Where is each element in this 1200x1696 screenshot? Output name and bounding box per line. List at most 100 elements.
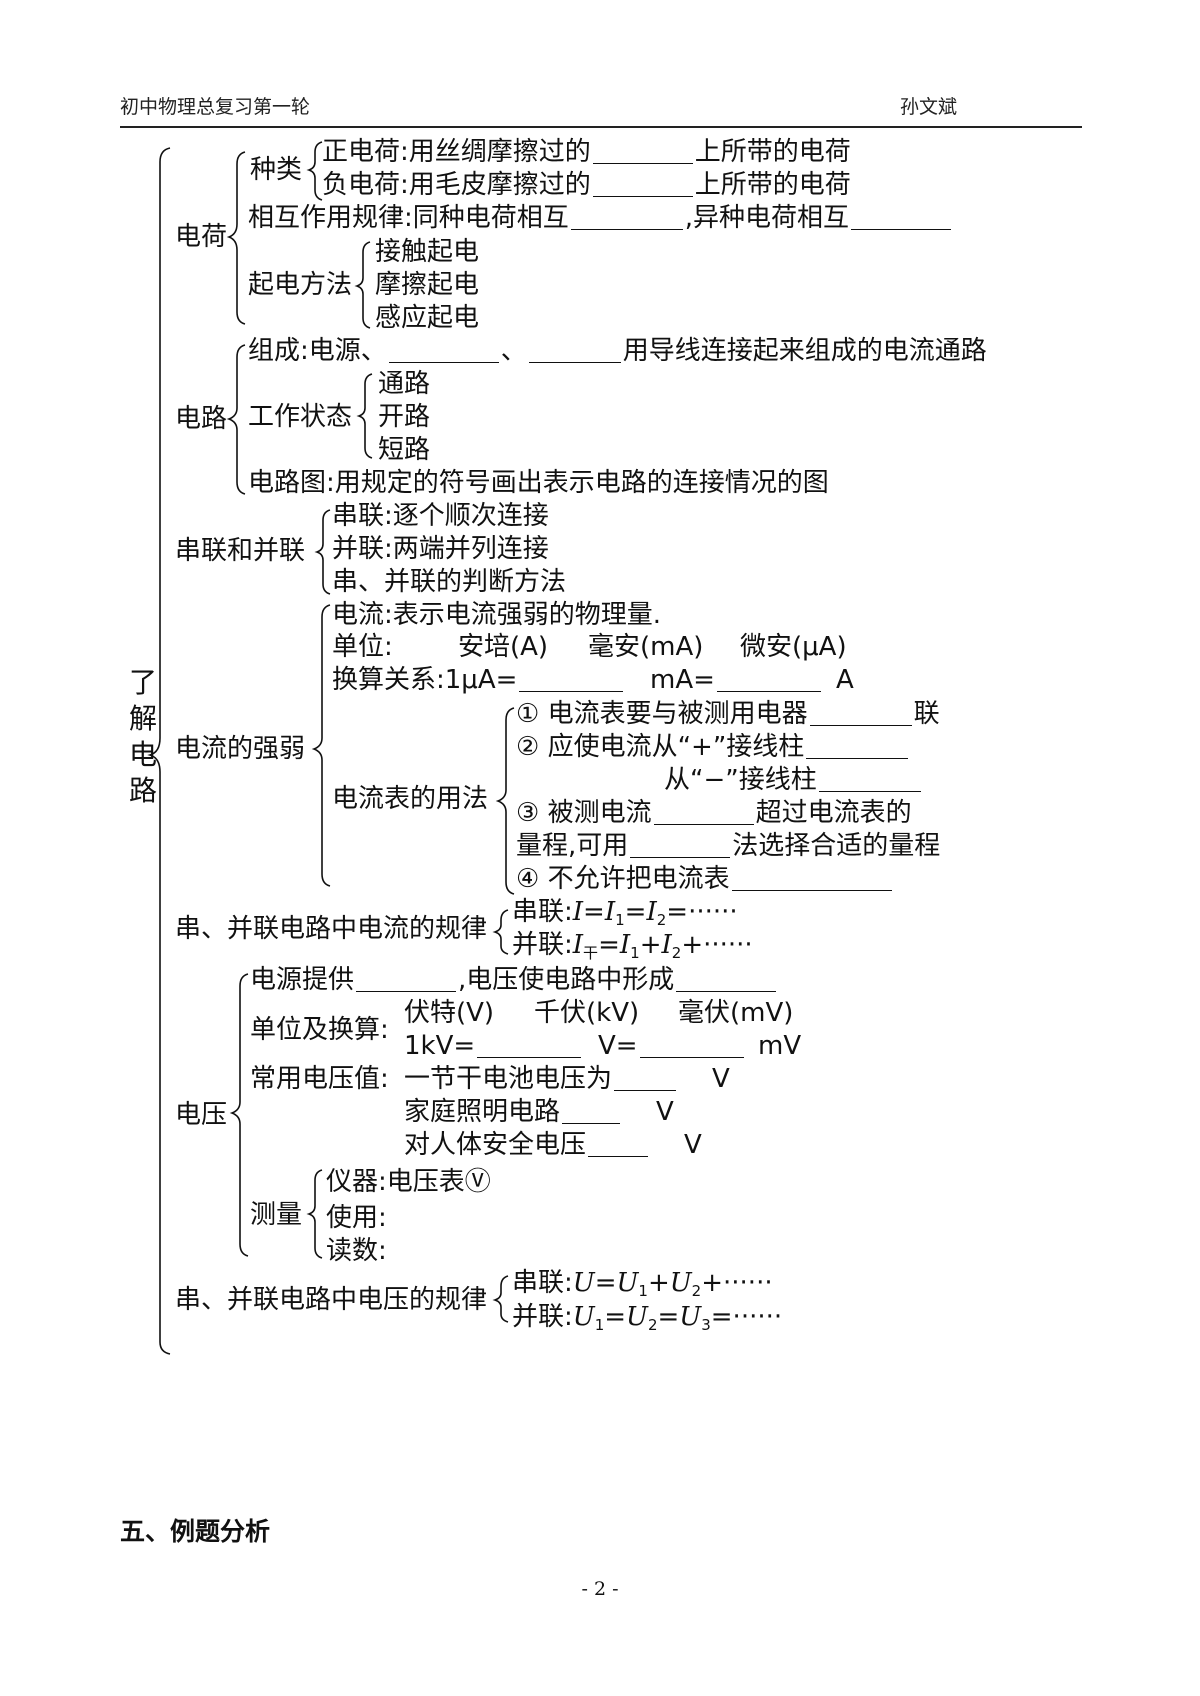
subscript: 1	[630, 944, 640, 962]
brace-current	[311, 604, 331, 887]
circuit-composition-row: 组成:电源、、用导线连接起来组成的电流通路	[248, 336, 987, 366]
ammeter-rule-2b: 从“−”接线柱	[664, 765, 817, 795]
subscript: 2	[671, 944, 682, 962]
fill-blank[interactable]	[477, 1031, 582, 1058]
symbol-eq: =	[657, 1302, 680, 1332]
subscript: 3	[701, 1316, 711, 1334]
ammeter-label: 电流表的用法	[332, 784, 489, 814]
voltage-common-row-3: 对人体安全电压	[404, 1130, 650, 1160]
current-law-series-label: 串联:	[512, 897, 573, 927]
symbol-I: I	[572, 930, 584, 960]
charge-negative-text: 负电荷:用毛皮摩擦过的	[322, 170, 591, 200]
voltage-common-row-1: 一节干电池电压为	[404, 1064, 678, 1094]
subscript: 2	[656, 911, 667, 929]
fill-blank[interactable]	[716, 665, 821, 692]
charge-positive-tail: 上所带的电荷	[694, 137, 851, 167]
fill-blank[interactable]	[630, 831, 731, 858]
ammeter-row-2: ② 应使电流从“+”接线柱	[516, 732, 910, 762]
fill-blank[interactable]	[519, 665, 624, 692]
voltage-source-row: 电源提供,电压使电路中形成	[250, 965, 778, 995]
circuit-states-label: 工作状态	[248, 402, 353, 432]
fill-blank[interactable]	[809, 699, 912, 726]
ammeter-rule-1-tail: 联	[913, 699, 940, 729]
page-number: - 2 -	[581, 1578, 619, 1600]
fill-blank[interactable]	[614, 1064, 677, 1091]
voltage-source-text-2: ,电压使电路中形成	[458, 965, 675, 995]
circuit-state-2: 开路	[378, 402, 431, 432]
ammeter-rule-2: ② 应使电流从“+”接线柱	[516, 732, 805, 762]
current-conversion-mid: mA=	[650, 665, 715, 695]
brace-measure	[306, 1169, 323, 1259]
fill-blank[interactable]	[592, 137, 693, 164]
symbol-I1: I	[604, 897, 616, 927]
fill-blank[interactable]	[851, 203, 952, 230]
charge-negative-tail: 上所带的电荷	[694, 170, 851, 200]
subscript: 1	[594, 1316, 605, 1334]
sp-item-1: 串联:逐个顺次连接	[332, 501, 549, 531]
fill-blank[interactable]	[806, 732, 909, 759]
current-conversion-row-2: mA=	[650, 665, 823, 695]
fill-blank[interactable]	[588, 1130, 649, 1157]
brace-current-law	[492, 909, 509, 955]
charge-interaction-row: 相互作用规律:同种电荷相互 ,异种电荷相互	[248, 203, 953, 233]
symbol-eq: =	[624, 897, 647, 927]
fill-blank[interactable]	[592, 170, 693, 197]
fill-blank[interactable]	[676, 965, 777, 992]
voltage-unit-kV: 千伏(kV)	[534, 998, 640, 1028]
charge-interaction-text: 相互作用规律:同种电荷相互	[248, 203, 569, 233]
voltage-common-3: 对人体安全电压	[404, 1130, 587, 1160]
fill-blank[interactable]	[653, 798, 754, 825]
charge-method-1: 接触起电	[375, 237, 480, 267]
current-conversion-text: 换算关系:1μA=	[332, 665, 518, 695]
root-char-1: 了	[128, 666, 157, 699]
voltage-common-unit-1: V	[712, 1064, 730, 1094]
fill-blank[interactable]	[639, 1031, 744, 1058]
header-title: 初中物理总复习第一轮	[120, 96, 311, 118]
circuit-composition-tail: 用导线连接起来组成的电流通路	[622, 336, 987, 366]
fill-blank[interactable]	[562, 1097, 621, 1124]
fill-blank[interactable]	[528, 336, 621, 363]
sp-item-2: 并联:两端并列连接	[332, 534, 549, 564]
sp-title: 串联和并联	[175, 536, 306, 566]
symbol-eq: =	[594, 1268, 617, 1298]
symbol-eq: =	[604, 1302, 627, 1332]
current-definition: 电流:表示电流强弱的物理量.	[332, 600, 662, 630]
voltage-measure-1: 仪器:电压表Ⓥ	[326, 1167, 491, 1197]
symbol-eq: =	[583, 897, 605, 927]
current-unit-uA: 微安(μA)	[740, 632, 847, 662]
circuit-state-1: 通路	[378, 369, 431, 399]
voltage-title: 电压	[175, 1100, 228, 1130]
voltage-law-parallel: 并联:U1=U2=U3=······	[512, 1302, 782, 1340]
ellipsis: +······	[681, 930, 753, 960]
ammeter-row-5: 量程,可用法选择合适的量程	[516, 831, 940, 861]
fill-blank[interactable]	[570, 203, 683, 230]
charge-positive-text: 正电荷:用丝绸摩擦过的	[322, 137, 591, 167]
ammeter-rule-4: ④ 不允许把电流表	[516, 864, 730, 894]
voltage-law-series: 串联:U=U1+U2+······	[512, 1268, 773, 1306]
charge-methods-label: 起电方法	[248, 270, 353, 300]
voltage-measure-2: 使用:	[326, 1203, 387, 1233]
fill-blank[interactable]	[388, 336, 499, 363]
brace-kinds	[306, 141, 323, 201]
voltage-conversion-mid: V=	[598, 1031, 638, 1061]
ammeter-rule-3-tail: 超过电流表的	[755, 798, 912, 828]
header-author: 孙文斌	[900, 96, 958, 118]
charge-method-3: 感应起电	[375, 303, 480, 333]
brace-root	[147, 147, 171, 1355]
symbol-U3: U	[679, 1302, 702, 1332]
root-char-2: 解	[128, 702, 157, 735]
subscript: 2	[691, 1282, 702, 1300]
fill-blank[interactable]	[356, 965, 457, 992]
brace-states	[356, 373, 373, 459]
brace-sp	[314, 509, 331, 595]
current-unit-A: 安培(A)	[458, 632, 549, 662]
fill-blank[interactable]	[818, 765, 921, 792]
charge-title: 电荷	[175, 222, 228, 252]
voltage-common-label: 常用电压值:	[250, 1064, 389, 1094]
charge-interaction-text-2: ,异种电荷相互	[684, 203, 850, 233]
circuit-state-3: 短路	[378, 435, 431, 465]
voltage-common-1: 一节干电池电压为	[404, 1064, 613, 1094]
current-title: 电流的强弱	[175, 734, 306, 764]
fill-blank[interactable]	[731, 864, 892, 891]
